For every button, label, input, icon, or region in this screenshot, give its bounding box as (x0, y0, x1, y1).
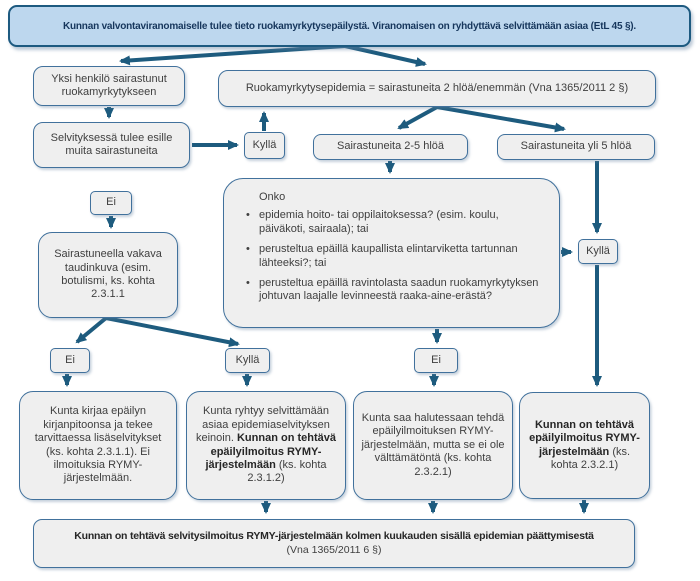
node-halutessaan: Kunta saa halutessaan tehdä epäilyilmoit… (353, 391, 513, 500)
node-selvitys: Selvityksessä tulee esille muita sairast… (33, 122, 190, 168)
onko-bullet: perusteltua epäillä ravintolasta saadun … (246, 277, 547, 304)
node-epidemia-definition: Ruokamyrkytysepidemia = sairastuneita 2 … (218, 70, 656, 107)
onko-content: Onko epidemia hoito- tai oppilaitoksessa… (246, 191, 547, 311)
node-ryhtyy-text: Kunta ryhtyy selvittämään asiaa epidemia… (196, 405, 336, 485)
node-cases-2-5: Sairastuneita 2-5 hlöä (313, 134, 468, 160)
node-one-person: Yksi henkilö sairastunut ruokamyrkytykse… (33, 66, 185, 106)
onko-bullet: perusteltua epäillä kaupallista elintarv… (246, 243, 547, 270)
node-vakava-taudinkuva: Sairastuneella vakava taudinkuva (esim. … (38, 232, 178, 318)
label-kylla-2: Kyllä (578, 239, 618, 264)
node-tehtava-epailyilmoitus: Kunnan on tehtävä epäilyilmoitus RYMY-jä… (519, 392, 650, 499)
label-kylla-3: Kyllä (225, 348, 270, 373)
onko-bullet: epidemia hoito- tai oppilaitoksessa? (es… (246, 209, 547, 236)
onko-bullet-list: epidemia hoito- tai oppilaitoksessa? (es… (246, 209, 547, 303)
node-onko-criteria: Onko epidemia hoito- tai oppilaitoksessa… (223, 178, 560, 328)
label-ei-2: Ei (50, 348, 90, 373)
onko-title: Onko (259, 191, 286, 203)
label-kylla-1: Kyllä (244, 132, 285, 159)
node-kirjaa-epailyn: Kunta kirjaa epäilyn kirjanpitoonsa ja t… (19, 391, 177, 500)
label-ei-3: Ei (414, 348, 458, 373)
node-cases-over-5: Sairastuneita yli 5 hlöä (497, 134, 655, 160)
header-statement: Kunnan valvontaviranomaiselle tulee tiet… (8, 5, 691, 47)
node-tehtava-text: Kunnan on tehtävä epäilyilmoitus RYMY-jä… (529, 418, 640, 471)
footer-line1: Kunnan on tehtävä selvitysilmoitus RYMY-… (74, 529, 594, 542)
header-text: Kunnan valvontaviranomaiselle tulee tiet… (62, 20, 637, 32)
footer-statement: Kunnan on tehtävä selvitysilmoitus RYMY-… (33, 519, 635, 568)
label-ei-1: Ei (90, 191, 132, 215)
footer-line2: (Vna 1365/2011 6 §) (286, 543, 382, 556)
node-ryhtyy-selvittamaan: Kunta ryhtyy selvittämään asiaa epidemia… (186, 391, 346, 500)
